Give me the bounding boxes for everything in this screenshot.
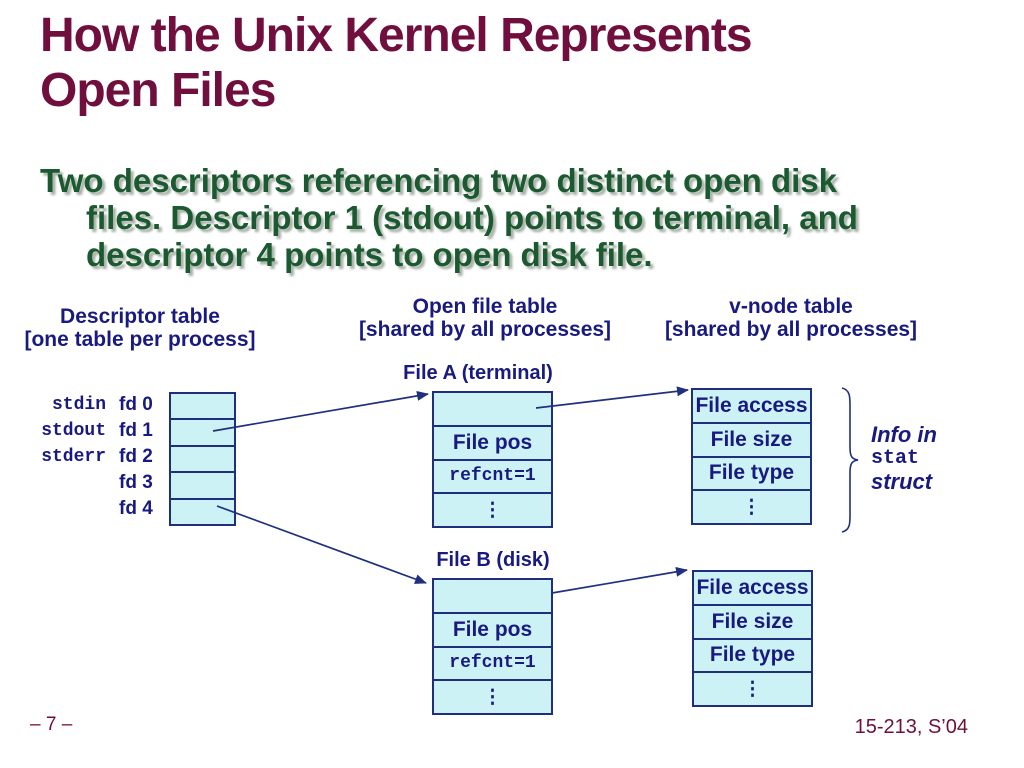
descriptor-cell-fd2 xyxy=(171,444,234,471)
slide-subtitle: Two descriptors referencing two distinct… xyxy=(40,162,940,273)
file-b-filepos-cell: File pos xyxy=(434,611,551,646)
std-stream-labels: stdin stdout stderr xyxy=(20,392,106,470)
descriptor-table-header-note: [one table per process] xyxy=(24,328,256,351)
arrow-filea-to-vnodea xyxy=(535,386,689,409)
label-stdout: stdout xyxy=(41,421,106,441)
slide-title-line2: Open Files xyxy=(40,64,276,117)
vnode-a-ellipsis-cell: ⋮ xyxy=(693,489,810,523)
open-file-table-header-title: Open file table xyxy=(412,295,558,318)
label-fd2: fd 2 xyxy=(119,446,153,467)
label-stderr: stderr xyxy=(41,447,106,467)
file-a-filepos-cell: File pos xyxy=(434,424,551,459)
descriptor-cell-fd3 xyxy=(171,471,234,497)
stat-struct-note: Info in stat struct xyxy=(871,423,937,494)
subtitle-line2: files. Descriptor 1 (stdout) points to t… xyxy=(86,199,858,236)
stat-note-line2: stat xyxy=(871,447,920,470)
vnode-b-size-cell: File size xyxy=(694,603,811,638)
arrow-fd4-to-fileb xyxy=(216,505,427,584)
vnode-table-a: File access File size File type ⋮ xyxy=(691,388,812,525)
arrow-fd1-to-filea xyxy=(212,390,429,432)
file-b-ellipsis-cell: ⋮ xyxy=(434,679,551,713)
descriptor-cell-fd1 xyxy=(171,418,234,444)
vnode-a-type-cell: File type xyxy=(693,455,810,490)
subtitle-line3: descriptor 4 points to open disk file. xyxy=(86,236,653,273)
file-b-refcnt-cell: refcnt=1 xyxy=(434,645,551,680)
vnode-b-access-cell: File access xyxy=(696,575,809,599)
fd-labels: fd 0 fd 1 fd 2 fd 3 fd 4 xyxy=(119,392,167,522)
course-footer: 15-213, S’04 xyxy=(854,716,968,738)
file-b-pointer-cell xyxy=(434,580,551,612)
descriptor-table-header-title: Descriptor table xyxy=(60,305,220,328)
vnode-a-size-cell: File size xyxy=(693,421,810,456)
descriptor-cell-fd0 xyxy=(171,394,234,418)
vnode-table-b: File access File size File type ⋮ xyxy=(692,570,813,707)
descriptor-table-header: Descriptor table [one table per process] xyxy=(15,305,265,351)
label-stdin: stdin xyxy=(51,395,106,415)
open-file-table-header-note: [shared by all processes] xyxy=(358,318,612,341)
descriptor-table xyxy=(169,392,236,526)
slide-title-line1: How the Unix Kernel Represents xyxy=(40,9,753,62)
vnode-table-header-title: v-node table xyxy=(729,295,853,318)
file-a-refcnt-cell: refcnt=1 xyxy=(434,458,551,493)
slide-title: How the Unix Kernel Represents Open File… xyxy=(40,8,960,118)
stat-note-line3: struct xyxy=(871,469,933,494)
stat-struct-brace xyxy=(841,387,859,533)
file-b-label: File B (disk) xyxy=(436,549,550,571)
vnode-table-header: v-node table [shared by all processes] xyxy=(656,295,926,341)
vnode-table-header-note: [shared by all processes] xyxy=(664,318,918,341)
vnode-b-type-cell: File type xyxy=(694,637,811,672)
file-a-ellipsis-cell: ⋮ xyxy=(434,492,551,526)
descriptor-cell-fd4 xyxy=(171,497,234,524)
label-fd3: fd 3 xyxy=(119,472,153,493)
stat-note-line1: Info in xyxy=(871,422,937,447)
vnode-a-access-cell: File access xyxy=(695,393,808,417)
label-fd4: fd 4 xyxy=(119,498,153,519)
label-fd0: fd 0 xyxy=(119,394,153,415)
subtitle-line1: Two descriptors referencing two distinct… xyxy=(40,162,838,199)
arrow-fileb-to-vnodeb xyxy=(551,566,688,594)
open-file-table-a: File pos refcnt=1 ⋮ xyxy=(432,391,553,528)
file-a-label: File A (terminal) xyxy=(403,362,553,384)
page-number: – 7 – xyxy=(30,714,73,735)
open-file-table-header: Open file table [shared by all processes… xyxy=(355,295,615,341)
label-fd1: fd 1 xyxy=(119,420,153,441)
file-a-pointer-cell xyxy=(434,393,551,425)
vnode-b-ellipsis-cell: ⋮ xyxy=(694,671,811,705)
open-file-table-b: File pos refcnt=1 ⋮ xyxy=(432,578,553,715)
